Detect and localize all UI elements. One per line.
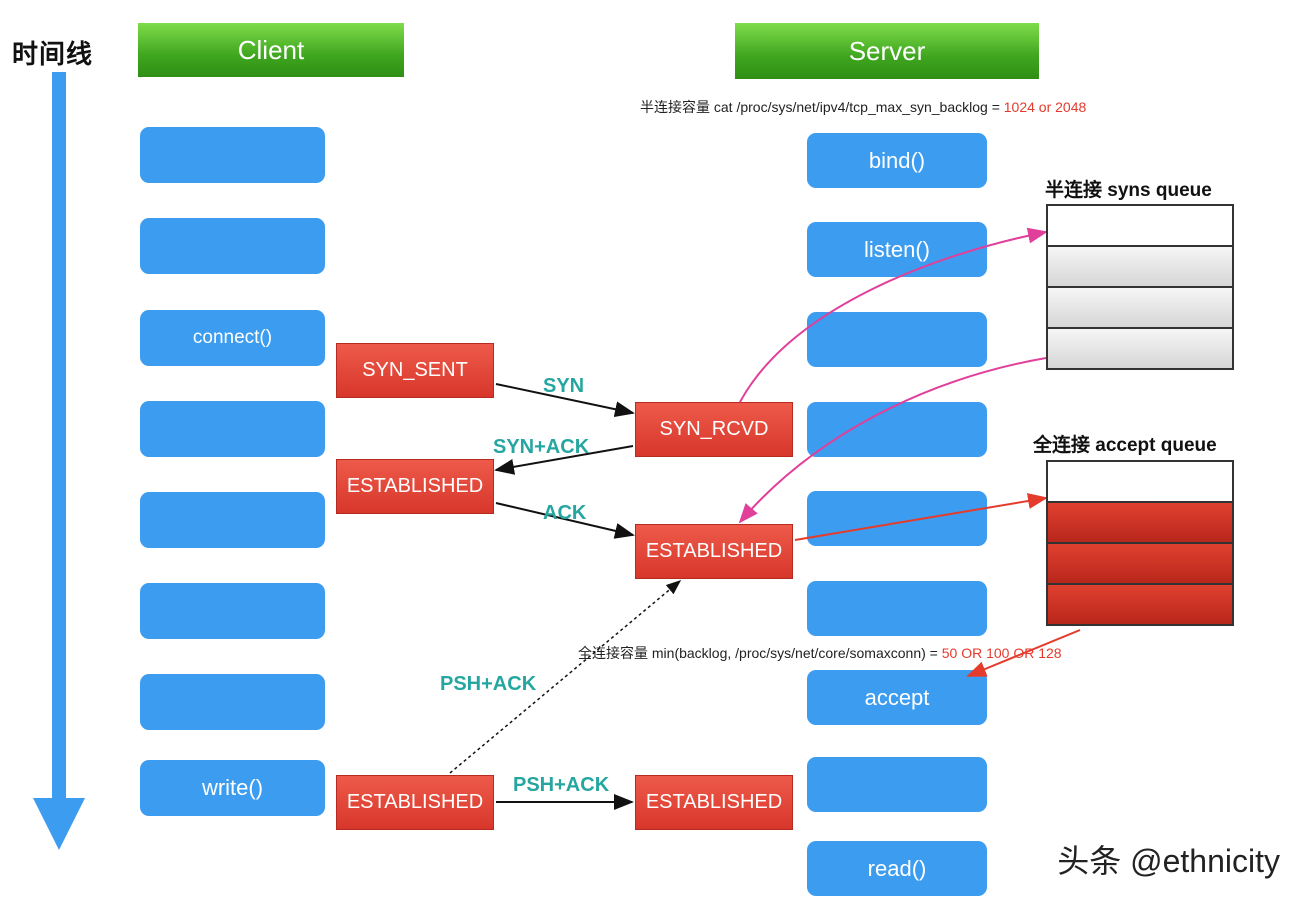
server-call-box — [807, 581, 987, 636]
timeline-bar — [52, 72, 66, 800]
client-header: Client — [138, 23, 404, 77]
syn-label: SYN — [543, 375, 585, 397]
client-call-box — [140, 674, 325, 730]
accept-queue-slot — [1048, 462, 1232, 503]
server-established-read-state: ESTABLISHED — [635, 775, 793, 830]
client-call-box — [140, 127, 325, 183]
server-read-box: read() — [807, 841, 987, 896]
syn-to-accept-arrow — [738, 357, 1047, 524]
server-accept-box: accept — [807, 670, 987, 725]
accept-queue — [1046, 460, 1234, 626]
syns-queue — [1046, 204, 1234, 370]
accept-queue-slot — [1048, 585, 1232, 624]
server-call-box — [807, 491, 987, 546]
syns-queue-slot — [1048, 247, 1232, 288]
syn-arrow — [495, 383, 635, 418]
half-capacity-text: 半连接容量 cat /proc/sys/net/ipv4/tcp_max_syn… — [640, 99, 1004, 115]
client-connect-box: connect() — [140, 310, 325, 366]
ack-arrow — [495, 502, 635, 539]
client-established-state: ESTABLISHED — [336, 459, 494, 514]
server-listen-box: listen() — [807, 222, 987, 277]
syns-queue-slot — [1048, 288, 1232, 329]
accept-queue-slot — [1048, 503, 1232, 544]
timeline-label: 时间线 — [12, 39, 94, 69]
accept-queue-arrow — [794, 493, 1048, 541]
accept-call-arrow — [966, 629, 1081, 677]
client-established-write-state: ESTABLISHED — [336, 775, 494, 830]
half-capacity-value: 1024 or 2048 — [1003, 99, 1087, 115]
client-syn-sent-state: SYN_SENT — [336, 343, 494, 398]
client-call-box — [140, 401, 325, 457]
full-capacity-text: 全连接容量 min(backlog, /proc/sys/net/core/so… — [578, 645, 942, 661]
syn-ack-label: SYN+ACK — [493, 436, 590, 458]
accept-queue-title: 全连接 accept queue — [1033, 435, 1217, 456]
server-syn-rcvd-state: SYN_RCVD — [635, 402, 793, 457]
server-established-state: ESTABLISHED — [635, 524, 793, 579]
watermark: 头条 @ethnicity — [1057, 843, 1280, 879]
psh-ack-label-dotted: PSH+ACK — [440, 673, 537, 695]
full-connection-capacity-note: 全连接容量 min(backlog, /proc/sys/net/core/so… — [578, 643, 1062, 663]
server-call-box — [807, 402, 987, 457]
timeline-arrowhead — [33, 798, 85, 850]
server-call-box — [807, 757, 987, 812]
server-header: Server — [735, 23, 1039, 79]
accept-queue-slot — [1048, 544, 1232, 585]
server-call-box — [807, 312, 987, 367]
client-call-box — [140, 583, 325, 639]
client-call-box — [140, 218, 325, 274]
ack-label: ACK — [543, 502, 587, 524]
server-bind-box: bind() — [807, 133, 987, 188]
half-connection-capacity-note: 半连接容量 cat /proc/sys/net/ipv4/tcp_max_syn… — [640, 97, 1086, 117]
syns-queue-title: 半连接 syns queue — [1045, 180, 1212, 201]
syn-queue-arrow — [739, 227, 1048, 403]
syn-ack-arrow — [494, 445, 634, 475]
syns-queue-slot — [1048, 329, 1232, 368]
client-call-box — [140, 492, 325, 548]
psh-ack-label: PSH+ACK — [513, 774, 610, 796]
client-write-box: write() — [140, 760, 325, 816]
psh-ack-dotted-arrow — [449, 580, 682, 774]
full-capacity-value: 50 OR 100 OR 128 — [941, 645, 1062, 661]
syns-queue-slot — [1048, 206, 1232, 247]
